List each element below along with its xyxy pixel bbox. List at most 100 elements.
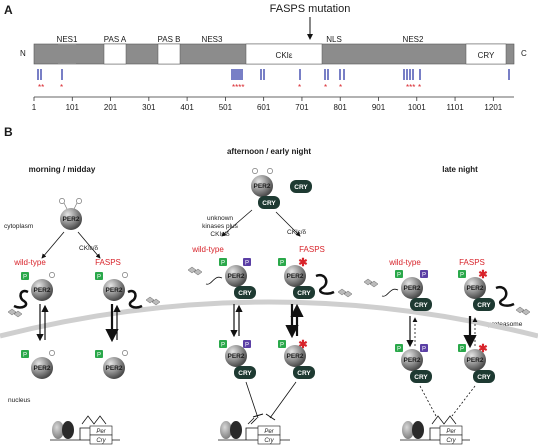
- label-nes3: NES3: [202, 35, 223, 44]
- per2-protein: [103, 357, 125, 379]
- axis-tick-label: 301: [142, 103, 156, 112]
- per2-label: PER2: [34, 287, 51, 294]
- axis-tick-label: 801: [334, 103, 348, 112]
- per2-protein: [225, 265, 247, 287]
- asterisk-mark: ****: [232, 83, 244, 92]
- afternoon-column: PER2 CRY CRY unknown kinases plus CKIε/δ…: [187, 168, 353, 445]
- proteasome-icon: [7, 308, 23, 318]
- phospho-text: P: [460, 347, 464, 353]
- asterisk-mark: *: [60, 83, 63, 92]
- late-night-column: wild-type FASPS P P PER2 CRY P ✱ PER2 CR…: [363, 258, 531, 445]
- axis-tick-label: 1101: [446, 103, 464, 112]
- phospho-badge: [95, 272, 103, 280]
- per2-protein: [103, 279, 125, 301]
- inhibition-line: [419, 385, 437, 417]
- phospho-text: P: [245, 343, 249, 349]
- phospho-text: P: [397, 347, 401, 353]
- asterisk-mark: ***: [406, 83, 415, 92]
- cry-label: CRY: [414, 302, 428, 309]
- per2-label: PER2: [404, 285, 421, 292]
- gene-promoter: Per Cry: [50, 415, 120, 445]
- inhibition-line: [269, 381, 297, 419]
- axis-tick-label: 401: [180, 103, 194, 112]
- cry-protein: [258, 196, 280, 209]
- fasps-mutation-label: FASPS mutation: [270, 3, 351, 15]
- panel-b-letter: B: [4, 125, 13, 139]
- unknown-kinase-text: CKIε/δ: [210, 231, 230, 238]
- kinase-label: CKIε/δ: [79, 245, 99, 252]
- phospho-text: P: [280, 261, 284, 267]
- wild-type-label: wild-type: [191, 245, 224, 254]
- phospho-text: P: [23, 353, 27, 359]
- per2-label: PER2: [287, 273, 304, 280]
- cry-label: CRY: [477, 302, 491, 309]
- bmal-protein: [412, 421, 424, 439]
- domain-cry: [465, 43, 507, 65]
- per2-protein: [284, 265, 306, 287]
- blocked-site-icon: ✱: [478, 343, 487, 355]
- clock-protein: [402, 421, 414, 439]
- per2-label: PER2: [254, 183, 271, 190]
- fasps-label: FASPS: [459, 258, 485, 267]
- gene-promoter: Per Cry: [218, 417, 290, 445]
- label-nes1: NES1: [57, 35, 78, 44]
- per2-protein: [464, 277, 486, 299]
- axis-tick-label: 201: [104, 103, 118, 112]
- phospho-text: P: [245, 261, 249, 267]
- per2-protein: [225, 345, 247, 367]
- per2-protein: [251, 175, 273, 197]
- arrow-to-wt: [41, 231, 65, 259]
- per-gene-label: Per: [446, 429, 456, 435]
- asterisk-mark: *: [418, 83, 421, 92]
- header-afternoon: afternoon / early night: [227, 147, 311, 156]
- per2-label: PER2: [467, 357, 484, 364]
- bmal-protein: [230, 421, 242, 439]
- axis-tick-label: 1: [32, 103, 37, 112]
- degradation-squiggle: [127, 289, 143, 309]
- per-gene-label: Per: [264, 429, 274, 435]
- red-asterisks: ** * **** * * * *** *: [38, 83, 421, 92]
- per2-protein: [60, 208, 82, 230]
- phospho-text: P: [97, 353, 101, 359]
- panel-a-letter: A: [4, 3, 13, 17]
- fasps-label: FASPS: [299, 245, 325, 254]
- per-gene-label: Per: [96, 429, 106, 435]
- unknown-kinase-text: kinases plus: [202, 223, 239, 230]
- panel-b: B afternoon / early night morning / midd…: [0, 125, 538, 445]
- label-nls: NLS: [326, 35, 342, 44]
- kinase-label: CKIε/δ: [287, 229, 307, 236]
- c-terminus-label: C: [521, 49, 527, 58]
- cry-label: CRY: [297, 370, 311, 377]
- per2-label: PER2: [63, 216, 80, 223]
- phospho-text: P: [97, 275, 101, 281]
- domain-pas-b: [157, 43, 181, 65]
- inhibition-line: [245, 381, 259, 419]
- nuclear-membrane: [0, 299, 538, 339]
- cry-gene-label: Cry: [96, 438, 106, 444]
- asterisk-mark: *: [324, 83, 327, 92]
- morning-column: PER2 CKIε/δ wild-type FASPS P PER2 P PER…: [7, 198, 161, 379]
- label-pas-a: PAS A: [104, 35, 127, 44]
- clock-protein: [220, 421, 232, 439]
- axis-tick-label: 901: [372, 103, 386, 112]
- arrow-to-fasps: [77, 231, 101, 259]
- fasps-label: FASPS: [95, 258, 121, 267]
- blocked-site-icon: ✱: [298, 257, 307, 269]
- per2-label: PER2: [404, 357, 421, 364]
- gene-promoter: Per Cry: [400, 415, 470, 445]
- cry-label: CRY: [294, 184, 308, 191]
- per2-protein: [401, 349, 423, 371]
- per2-label: PER2: [228, 353, 245, 360]
- per2-label: PER2: [287, 353, 304, 360]
- domain-ckie: [245, 43, 323, 65]
- domain-pas-a: [103, 43, 127, 65]
- cry-label: CRY: [238, 290, 252, 297]
- header-late-night: late night: [442, 165, 478, 174]
- cry-label: CRY: [238, 370, 252, 377]
- phospho-text: P: [397, 273, 401, 279]
- label-pas-b: PAS B: [158, 35, 181, 44]
- phospho-text: P: [221, 343, 225, 349]
- phospho-text: P: [280, 343, 284, 349]
